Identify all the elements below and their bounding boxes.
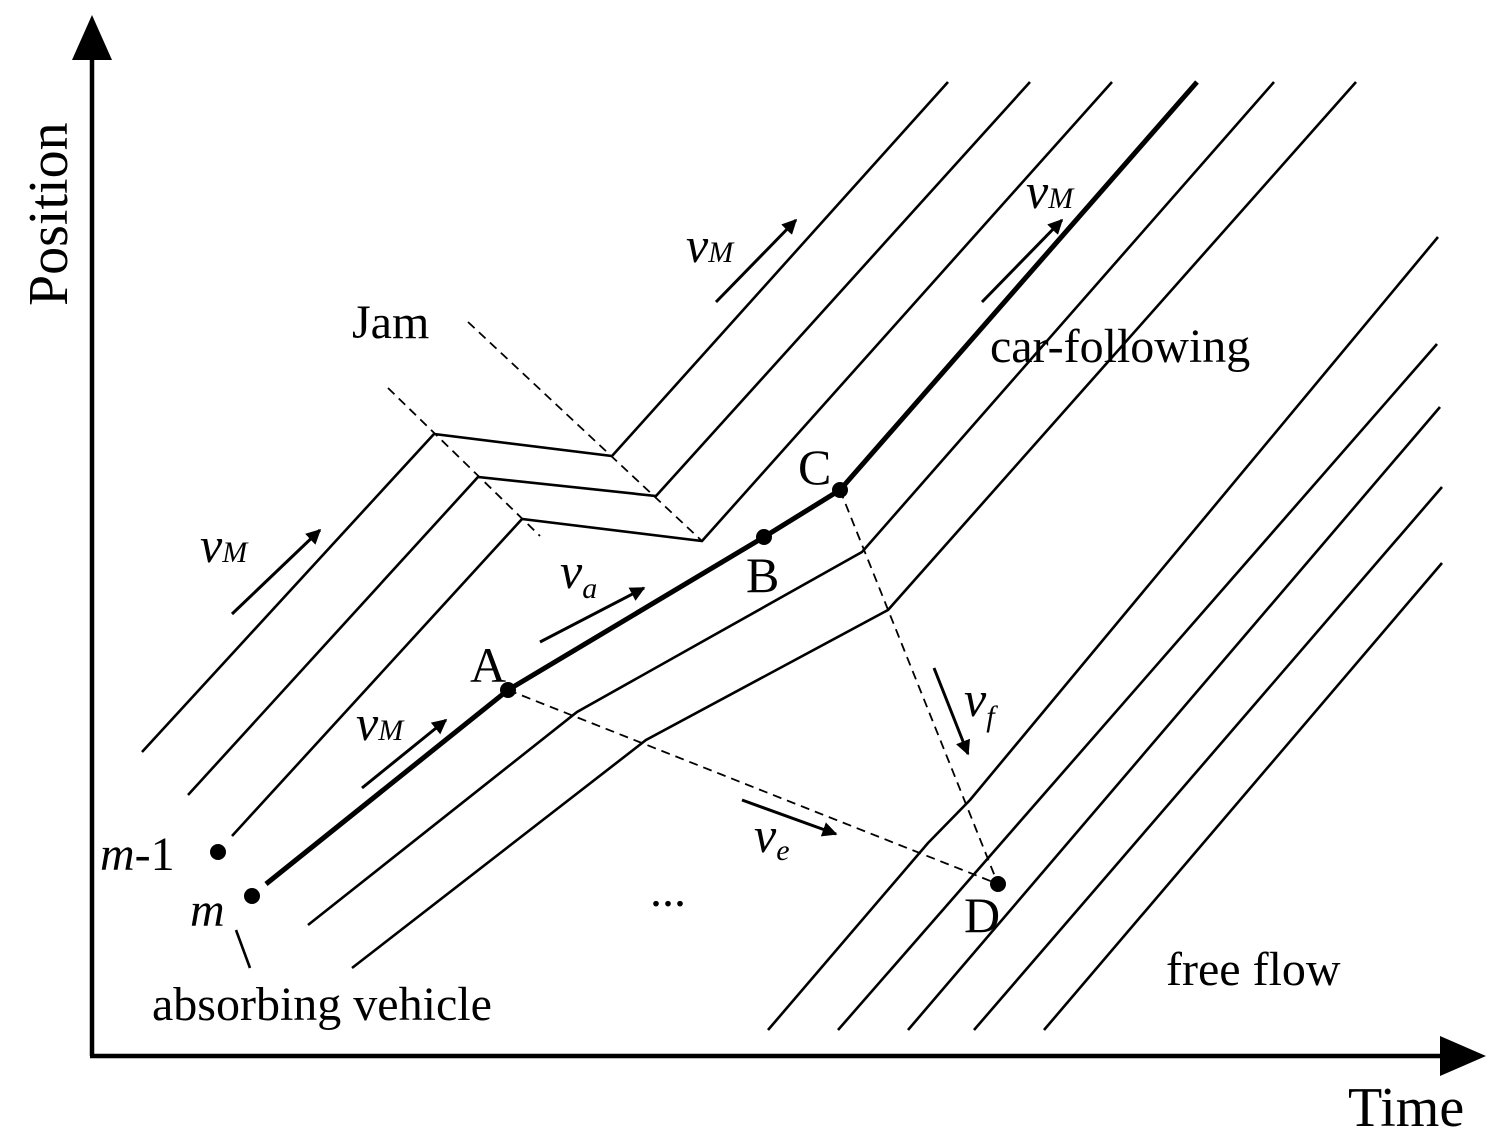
- arrow-va: [539, 586, 646, 644]
- subscript-m: M: [1047, 182, 1075, 215]
- trajectory-line: [351, 81, 1357, 970]
- subscript-m: M: [221, 536, 249, 569]
- point-c-label: C: [798, 439, 831, 495]
- axes: [72, 15, 1486, 1076]
- trajectory-line: [231, 81, 1113, 837]
- car-following-label: car-following: [990, 320, 1250, 373]
- wave-line-cd: [839, 489, 999, 885]
- ellipsis-label: ...: [650, 864, 686, 917]
- point-d-label: D: [964, 887, 1000, 943]
- y-axis-label: Position: [18, 122, 80, 306]
- arrow-vf: [932, 667, 971, 756]
- point-a-marker: [500, 682, 516, 698]
- x-axis-label: Time: [1348, 1077, 1464, 1139]
- velocity-va-label: va: [560, 543, 597, 605]
- free-flow-label: free flow: [1166, 943, 1341, 996]
- velocity-arrows: [230, 218, 1064, 837]
- subscript-m: M: [707, 236, 735, 269]
- trajectory-line: [767, 236, 1439, 1031]
- v-symbol: v: [200, 517, 223, 573]
- jam-wave-line-1: [387, 387, 541, 537]
- wave-line-ad: [507, 689, 999, 885]
- trajectory-line: [141, 81, 949, 753]
- key-points: [210, 482, 1006, 904]
- trajectory-line: [1043, 562, 1443, 1031]
- velocity-labels: vM vM vM vM va vf ve: [200, 163, 1075, 867]
- y-axis-arrowhead: [72, 15, 112, 60]
- arrow-vm-top: [714, 218, 798, 304]
- subscript-a: a: [582, 572, 597, 605]
- velocity-vm-left-label: vM: [200, 517, 249, 573]
- arrow-vm-left: [230, 528, 322, 616]
- x-axis-arrowhead: [1440, 1036, 1486, 1076]
- vehicle-m-minus-1-label: m-1: [100, 828, 175, 881]
- jam-wave-line-2: [467, 321, 703, 542]
- jam-label: Jam: [352, 296, 429, 349]
- point-b-marker: [756, 529, 772, 545]
- trajectory-line: [187, 81, 1031, 796]
- velocity-vf-label: vf: [964, 671, 998, 733]
- trajectory-line: [907, 406, 1441, 1031]
- v-symbol: v: [1026, 163, 1049, 219]
- velocity-vm-top-label: vM: [686, 217, 735, 273]
- velocity-ve-label: ve: [754, 807, 790, 867]
- arrow-vm-right: [980, 218, 1064, 304]
- arrow-ve: [741, 798, 838, 837]
- subscript-e: e: [776, 834, 789, 867]
- v-symbol: v: [754, 807, 777, 863]
- wave-lines: [387, 321, 999, 885]
- arrow-vm-lower: [361, 718, 448, 790]
- vehicle-m-minus-1-suffix: -1: [135, 828, 175, 881]
- v-symbol: v: [686, 217, 709, 273]
- trajectory-line: [307, 81, 1275, 927]
- v-symbol: v: [560, 543, 583, 599]
- trajectory-line: [973, 486, 1443, 1031]
- point-a-label: A: [470, 637, 506, 693]
- vehicle-m-minus-1-var: m: [100, 828, 135, 881]
- vehicle-m-marker: [244, 888, 260, 904]
- subscript-f: f: [986, 700, 998, 733]
- free-flow-trajectories: [837, 343, 1443, 1031]
- v-symbol: v: [964, 671, 987, 727]
- vehicle-m-label: m: [190, 884, 225, 937]
- velocity-vm-right-label: vM: [1026, 163, 1075, 219]
- subscript-m: M: [377, 714, 405, 747]
- vehicle-m-minus-1-marker: [210, 844, 226, 860]
- trajectory-line: [837, 343, 1438, 1031]
- point-b-label: B: [746, 547, 779, 603]
- point-c-marker: [832, 482, 848, 498]
- jam-trajectories: [141, 81, 1113, 837]
- velocity-vm-lower-label: vM: [356, 695, 405, 751]
- point-d-marker: [990, 876, 1006, 892]
- following-trajectories: [307, 81, 1439, 1031]
- v-symbol: v: [356, 695, 379, 751]
- absorbing-vehicle-pointer: [234, 929, 252, 969]
- absorbing-vehicle-label: absorbing vehicle: [152, 978, 492, 1031]
